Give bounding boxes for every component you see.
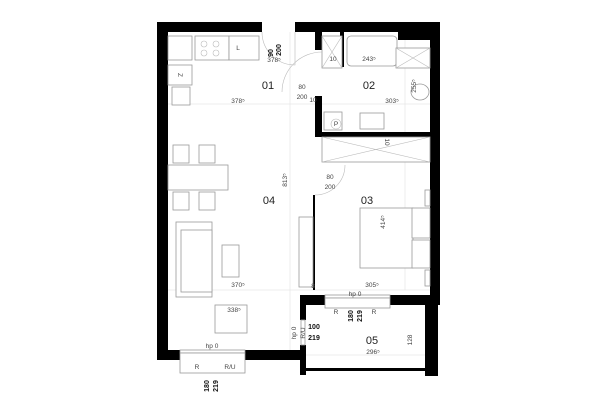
living-window-height: 219 xyxy=(213,380,220,392)
bed-door-width: 80 xyxy=(326,174,334,181)
dim-8: 8 xyxy=(311,283,315,290)
washbasin-icon xyxy=(359,112,385,130)
bed-window-height: 219 xyxy=(357,310,364,322)
openings xyxy=(179,31,391,374)
dim-10b: 10 xyxy=(309,97,317,104)
balcony-door xyxy=(300,319,306,346)
balcony-door-hp: hp 0 xyxy=(291,326,298,339)
dim-02-top: 243⁵ xyxy=(362,56,376,63)
dim-02-height: 255⁵ xyxy=(411,79,418,93)
bed-window-r1: R xyxy=(334,309,339,316)
balcony-door-type: R/U xyxy=(300,327,307,339)
dim-01-top: 378⁵ xyxy=(267,57,281,64)
bath-door-height: 200 xyxy=(297,94,308,101)
entry-door-width: 90 xyxy=(268,49,275,57)
dim-03-width: 305⁵ xyxy=(365,282,379,289)
bath-door-width: 80 xyxy=(298,84,306,91)
coffee-table xyxy=(221,244,240,278)
window-living xyxy=(179,349,246,354)
washer-label: Z xyxy=(176,73,183,77)
room-label-01: 01 xyxy=(262,80,274,92)
stove-icon xyxy=(194,35,230,61)
living-window-hp: hp 0 xyxy=(206,343,219,350)
balcony-door-height: 219 xyxy=(308,335,320,342)
room-label-03: 03 xyxy=(361,195,373,207)
living-window-width: 180 xyxy=(204,380,211,392)
dim-04-bottom: 338⁵ xyxy=(227,307,241,314)
bed-window-r2: R xyxy=(372,309,377,316)
bed-window-hp: hp 0 xyxy=(349,291,362,298)
sink-icon xyxy=(171,86,191,106)
dim-05-width: 296⁵ xyxy=(366,349,380,356)
room-label-02: 02 xyxy=(363,80,375,92)
dim-02-width: 303⁵ xyxy=(385,98,399,105)
living-window-r1: R xyxy=(195,364,200,371)
fridge-label: L xyxy=(236,45,240,52)
living-window-r2: R/U xyxy=(224,364,236,371)
walls xyxy=(157,22,440,376)
dim-05-height: 128 xyxy=(407,334,414,345)
toilet-icon xyxy=(410,83,430,101)
washer xyxy=(167,64,193,86)
dim-01-width: 378⁵ xyxy=(231,98,245,105)
dim-03-height: 414⁵ xyxy=(380,215,387,229)
bed-door-height: 200 xyxy=(325,184,336,191)
cabinet xyxy=(167,35,193,61)
fridge xyxy=(228,35,260,61)
dim-04-height: 813⁵ xyxy=(282,173,289,187)
dining-table xyxy=(167,164,229,191)
balcony-door-width: 100 xyxy=(308,324,320,331)
room-label-05: 05 xyxy=(366,335,378,347)
boiler-label: P xyxy=(334,121,338,128)
entry-door-height: 200 xyxy=(276,44,283,56)
dim-10c: 10 xyxy=(383,138,390,146)
armchair xyxy=(214,304,248,334)
dim-04-width: 370⁵ xyxy=(231,282,245,289)
dim-10a: 10 xyxy=(329,56,337,63)
furniture xyxy=(167,35,431,334)
tv-unit xyxy=(298,216,314,288)
bed xyxy=(359,207,414,269)
bed-window-width: 180 xyxy=(348,310,355,322)
room-label-04: 04 xyxy=(263,195,275,207)
boiler xyxy=(323,111,343,131)
